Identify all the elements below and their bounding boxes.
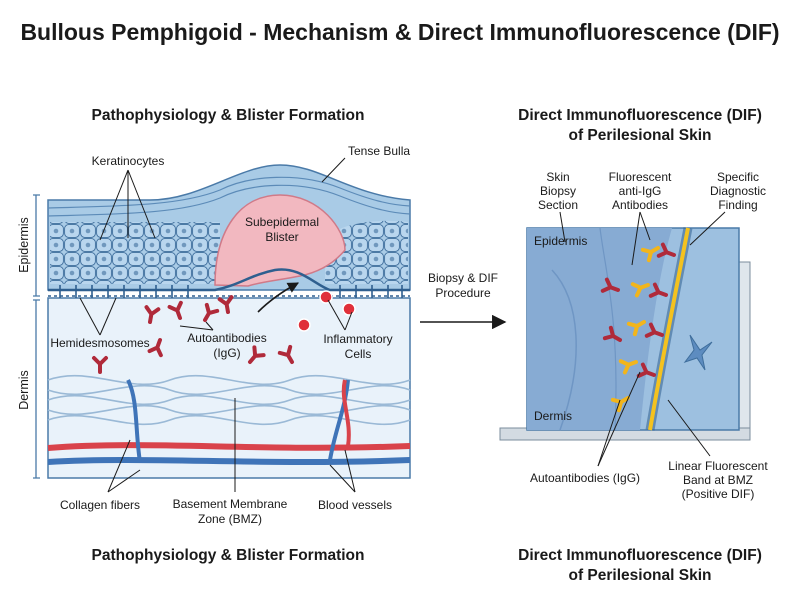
label-finding-line2: Diagnostic [710, 184, 766, 198]
label-bmz-line2: Zone (BMZ) [198, 512, 262, 526]
label-blood-vessels: Blood vessels [318, 498, 392, 512]
label-blister-line2: Blister [265, 230, 298, 244]
hemidesmosome-ticks [59, 285, 403, 298]
label-band-line1: Linear Fluorescent [668, 459, 768, 473]
label-inflammatory-line2: Cells [345, 347, 372, 361]
dermis-bracket [33, 299, 40, 479]
basement-membrane-line [48, 268, 410, 292]
left-heading-bottom: Pathophysiology & Blister Formation [92, 547, 365, 564]
label-fluor-line3: Antibodies [612, 198, 668, 212]
epidermis-side-label: Epidermis [17, 217, 31, 273]
label-band-line2: Band at BMZ [683, 473, 753, 487]
blood-vessel-red [47, 442, 411, 451]
label-inflammatory-line1: Inflammatory [323, 332, 392, 346]
arrow-label-line1: Biopsy & DIF [428, 271, 498, 285]
collagen-fibers [47, 374, 411, 426]
main-title: Bullous Pemphigoid - Mechanism & Direct … [20, 19, 779, 45]
dermis-side-label: Dermis [17, 370, 31, 410]
label-hemidesmosomes: Hemidesmosomes [50, 336, 149, 350]
right-heading-top-line2: of Perilesional Skin [569, 127, 712, 144]
label-fluor-line1: Fluorescent [609, 170, 672, 184]
label-blister-line1: Subepidermal [245, 215, 319, 229]
dermal-structure [683, 334, 713, 371]
dif-label-epidermis: Epidermis [534, 234, 587, 248]
left-leader-lines [79, 157, 356, 493]
dif-label-dermis: Dermis [534, 409, 572, 423]
label-biopsy-line3: Section [538, 198, 578, 212]
label-band-line3: (Positive DIF) [682, 487, 755, 501]
right-leader-lines [559, 211, 726, 467]
dermis-layer [47, 297, 411, 479]
right-heading-bottom-line2: of Perilesional Skin [569, 567, 712, 584]
label-biopsy-line1: Skin [546, 170, 569, 184]
keratinocyte-cells-right [325, 220, 408, 284]
label-collagen: Collagen fibers [60, 498, 140, 512]
label-dif-autoantibodies: Autoantibodies (IgG) [530, 471, 640, 485]
skin-cross-section [47, 164, 411, 479]
arrow-label-line2: Procedure [435, 286, 491, 300]
blood-vessel-blue [47, 457, 411, 465]
linear-fluorescent-band [648, 227, 690, 431]
right-heading-bottom-line1: Direct Immunofluorescence (DIF) [518, 547, 762, 564]
dif-epidermis [527, 228, 672, 430]
epidermis-bracket [33, 194, 40, 297]
subepidermal-blister [214, 194, 346, 287]
label-finding-line3: Finding [718, 198, 757, 212]
label-fluor-line2: anti-IgG [619, 184, 662, 198]
label-autoantibodies-line1: Autoantibodies [187, 331, 266, 345]
label-finding-line1: Specific [717, 170, 759, 184]
inflammatory-cells [297, 290, 356, 332]
keratinocyte-cells-left [50, 222, 220, 284]
label-keratinocytes: Keratinocytes [92, 154, 165, 168]
label-tense-bulla: Tense Bulla [348, 144, 410, 158]
label-biopsy-line2: Biopsy [540, 184, 576, 198]
label-bmz-line1: Basement Membrane [173, 497, 288, 511]
label-autoantibodies-line2: (IgG) [213, 346, 240, 360]
left-heading-top: Pathophysiology & Blister Formation [92, 107, 365, 124]
right-heading-top-line1: Direct Immunofluorescence (DIF) [518, 107, 762, 124]
